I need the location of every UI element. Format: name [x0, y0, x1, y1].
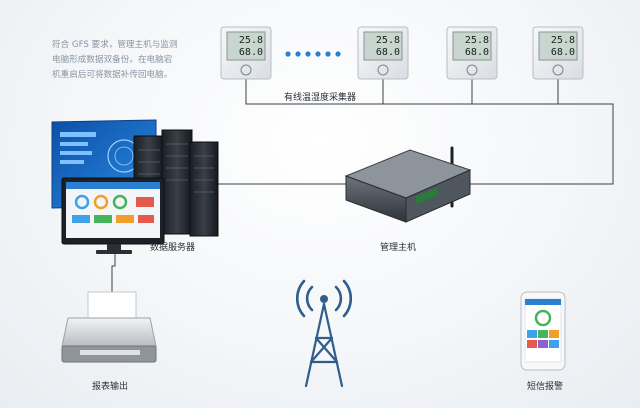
sensor-2 [357, 26, 409, 80]
wiring [111, 78, 614, 292]
server-label: 数据服务器 [150, 243, 196, 253]
sensor-1 [220, 26, 272, 80]
more-sensors-dots [285, 51, 341, 57]
sensors-label: 有线温湿度采集器 [284, 93, 357, 103]
sensor-bus-wire [245, 78, 559, 105]
host-label: 管理主机 [380, 243, 417, 253]
sensor-3 [446, 26, 498, 80]
description-note: 符合 GFS 要求，管理主机与监测 电脑形成数据双备份。在电脑宕 机重启后可将数… [52, 40, 178, 80]
sms-label: 短信报警 [527, 382, 564, 392]
printer [61, 291, 157, 363]
signal-tower-icon [295, 279, 353, 388]
printer-label: 报表输出 [92, 382, 129, 392]
monitor-to-printer-wire [111, 253, 116, 292]
server-racks [133, 129, 219, 237]
smartphone [520, 291, 566, 371]
monitor [61, 177, 165, 254]
management-host [344, 146, 472, 223]
host-to-sensors-wire [470, 103, 614, 185]
sensor-4 [532, 26, 584, 80]
